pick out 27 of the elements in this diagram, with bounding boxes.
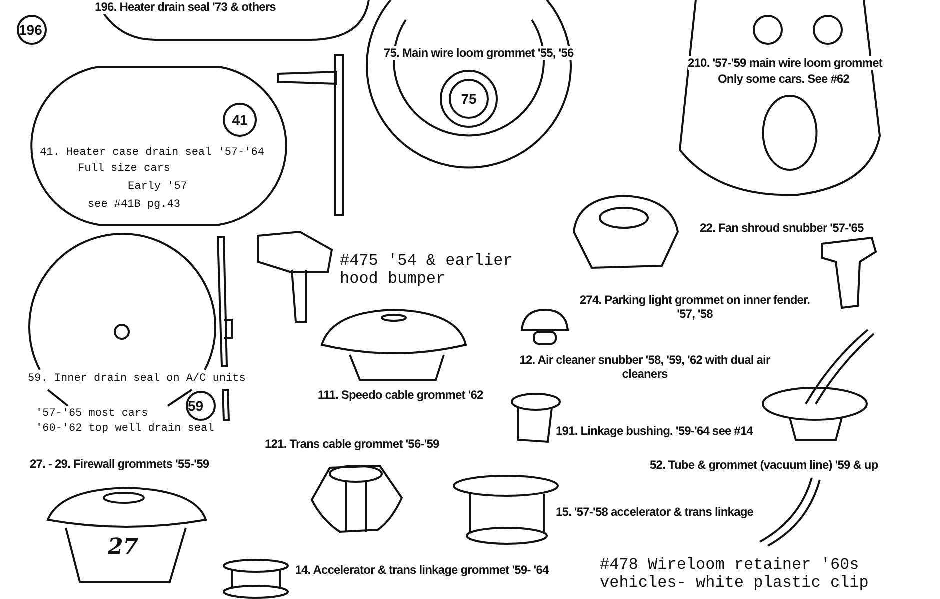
part-caption: 274. Parking light grommet on inner fender. '57, '58 xyxy=(578,293,812,322)
seal-outline xyxy=(95,0,370,42)
part-caption: see #41B pg.43 xyxy=(88,199,180,212)
callout-number: 59 xyxy=(186,391,216,421)
part-caption: 59. Inner drain seal on A/C units xyxy=(28,373,246,386)
part-number: 27 xyxy=(108,534,139,560)
part-caption: 111. Speedo cable grommet '62 xyxy=(318,388,484,402)
part-caption: Only some cars. See #62 xyxy=(718,72,850,86)
part-caption: 14. Accelerator & trans linkage grommet '59- '64 xyxy=(294,563,550,578)
part-caption: #478 Wireloom retainer '60s vehicles- white plastic clip xyxy=(600,557,870,592)
part-caption: 52. Tube & grommet (vacuum line) '59 & up xyxy=(650,458,878,472)
part-caption: 15. '57-'58 accelerator & trans linkage xyxy=(556,505,754,520)
part-caption: #475 '54 & earlier hood bumper xyxy=(340,253,514,288)
part-caption: 12. Air cleaner snubber '58, '59, '62 with dual air cleaners xyxy=(518,353,772,382)
part-caption: 121. Trans cable grommet '56-'59 xyxy=(265,437,440,452)
part-caption: 27. - 29. Firewall grommets '55-'59 xyxy=(30,457,210,472)
callout-number: 196 xyxy=(17,15,47,45)
part-caption: 210. '57-'59 main wire loom grommet xyxy=(688,56,882,70)
part-caption: 75. Main wire loom grommet '55, '56 xyxy=(384,46,574,60)
part-caption: '60-'62 top well drain seal xyxy=(36,423,214,436)
part-caption: 191. Linkage bushing. '59-'64 see #14 xyxy=(556,424,754,438)
part-caption: Early '57 xyxy=(128,181,188,194)
callout-number: 41 xyxy=(223,103,257,137)
callout-number: 75 xyxy=(449,79,489,119)
part-caption: 196. Heater drain seal '73 & others xyxy=(95,0,276,14)
part-caption: 22. Fan shroud snubber '57-'65 xyxy=(700,221,864,236)
part-caption: '57-'65 most cars xyxy=(36,408,148,422)
